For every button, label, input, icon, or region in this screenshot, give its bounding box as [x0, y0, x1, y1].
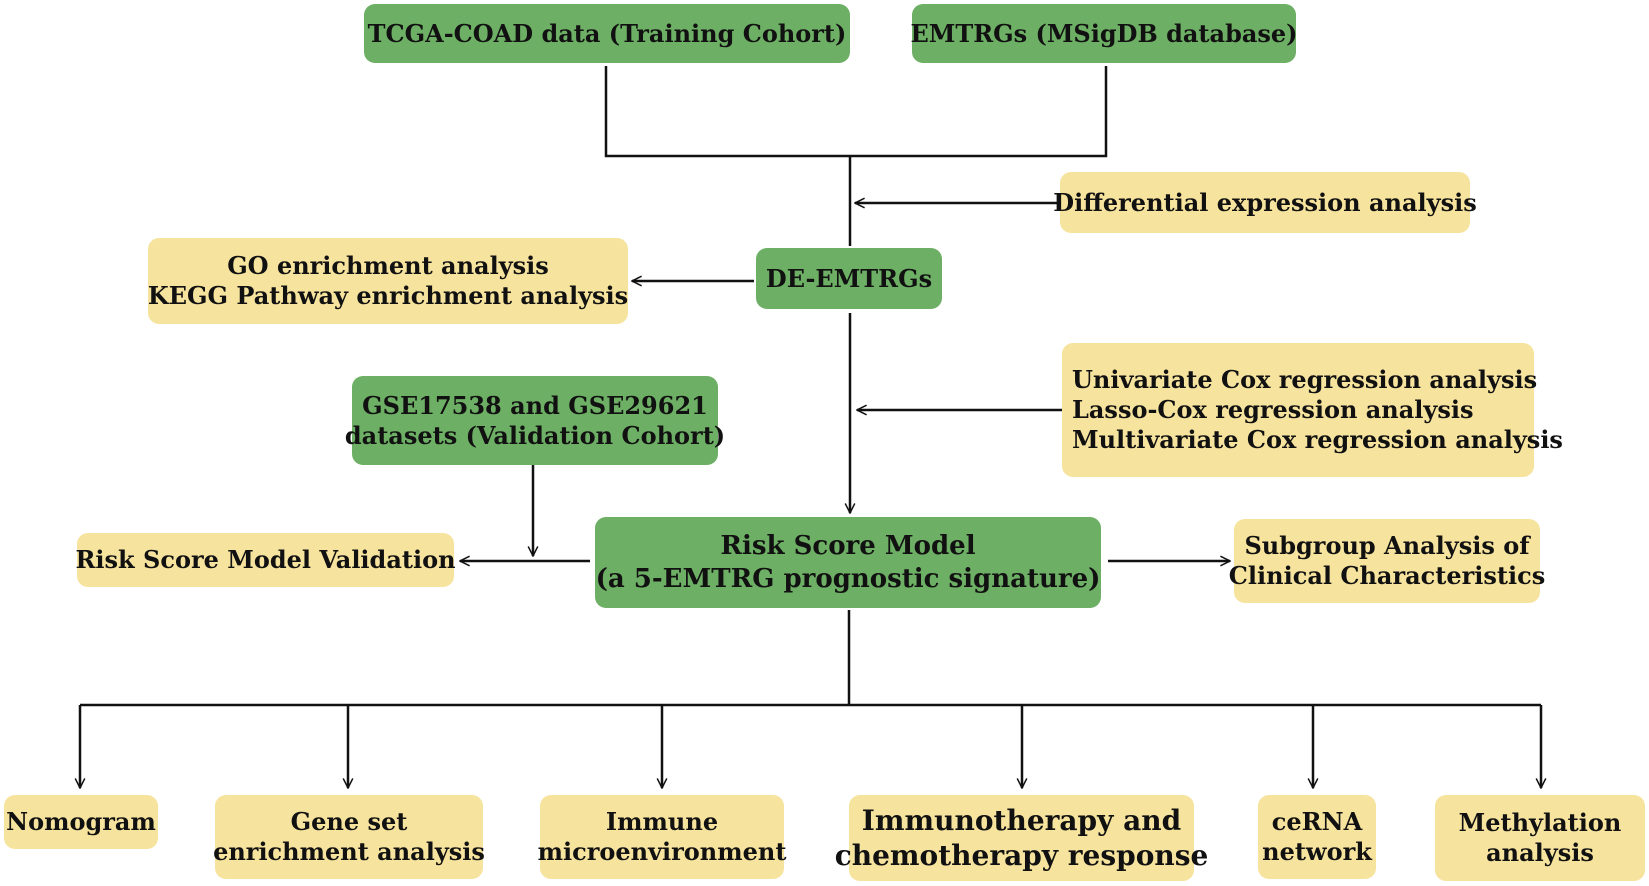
node-text-line: microenvironment: [537, 837, 787, 866]
node-text-line: Multivariate Cox regression analysis: [1072, 425, 1563, 454]
node-risk-model-validation: Risk Score Model Validation: [75, 533, 456, 587]
node-risk-score-model: Risk Score Model (a 5-EMTRG prognostic s…: [595, 517, 1101, 608]
node-gene-set-enrichment: Gene set enrichment analysis: [213, 795, 485, 879]
node-text-line: KEGG Pathway enrichment analysis: [147, 281, 629, 310]
connector-tcga: [604, 66, 850, 158]
node-cerna-network: ceRNA network: [1258, 795, 1376, 879]
node-text-line: Immune: [605, 807, 719, 836]
node-text-line: enrichment analysis: [213, 837, 485, 866]
node-text-line: Risk Score Model: [720, 531, 976, 561]
node-go-kegg-enrichment: GO enrichment analysis KEGG Pathway enri…: [148, 238, 628, 324]
node-cox-regression: Univariate Cox regression analysis Lasso…: [1062, 343, 1563, 477]
node-text-line: Methylation: [1458, 808, 1622, 837]
connector-emtrgs: [850, 66, 1108, 158]
node-text-line: Lasso-Cox regression analysis: [1072, 395, 1474, 424]
node-text-line: Gene set: [290, 807, 408, 836]
node-text-line: Nomogram: [6, 807, 156, 836]
node-differential-expression: Differential expression analysis: [1053, 172, 1477, 233]
node-subgroup-analysis: Subgroup Analysis of Clinical Characteri…: [1229, 519, 1545, 603]
node-de-emtrgs: DE-EMTRGs: [756, 248, 942, 309]
node-text-line: GO enrichment analysis: [227, 251, 549, 280]
node-text-line: chemotherapy response: [834, 839, 1209, 872]
node-methylation-analysis: Methylation analysis: [1435, 795, 1645, 881]
node-immune-microenvironment: Immune microenvironment: [537, 795, 787, 879]
node-nomogram: Nomogram: [4, 795, 158, 849]
node-text-line: Immunotherapy and: [861, 804, 1182, 837]
node-gse-validation-cohort: GSE17538 and GSE29621 datasets (Validati…: [345, 376, 725, 465]
node-text-line: analysis: [1486, 838, 1594, 867]
node-text-line: Risk Score Model Validation: [75, 545, 456, 574]
node-text-line: TCGA-COAD data (Training Cohort): [367, 18, 847, 48]
node-immunotherapy-chemotherapy: Immunotherapy and chemotherapy response: [835, 795, 1208, 881]
node-text-line: GSE17538 and GSE29621: [362, 390, 708, 420]
node-emtrgs: EMTRGs (MSigDB database): [910, 4, 1298, 63]
node-text-line: network: [1262, 837, 1372, 866]
node-tcga-coad: TCGA-COAD data (Training Cohort): [364, 4, 850, 63]
node-text-line: Univariate Cox regression analysis: [1072, 365, 1538, 394]
node-text-line: ceRNA: [1271, 807, 1363, 836]
node-text-line: datasets (Validation Cohort): [344, 420, 726, 450]
node-text-line: Clinical Characteristics: [1228, 561, 1546, 590]
node-text-line: EMTRGs (MSigDB database): [910, 18, 1298, 48]
node-text-line: (a 5-EMTRG prognostic signature): [595, 563, 1101, 594]
node-text-line: Subgroup Analysis of: [1244, 531, 1530, 560]
node-text-line: Differential expression analysis: [1053, 187, 1477, 217]
node-text-line: DE-EMTRGs: [765, 263, 933, 293]
